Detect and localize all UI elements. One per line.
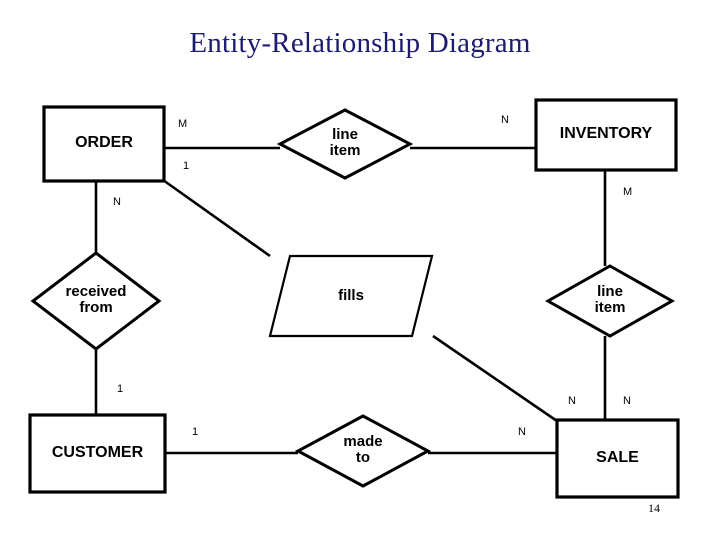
- card-sale-n-left: N: [568, 395, 576, 407]
- relationship-shape-line-item-bottom[interactable]: [544, 264, 676, 338]
- entity-box-sale[interactable]: [555, 418, 680, 499]
- card-customer-1-up: 1: [117, 383, 124, 395]
- card-order-1: 1: [183, 160, 190, 172]
- page-title: Entity-Relationship Diagram: [189, 27, 531, 59]
- relationship-shape-made-to[interactable]: [294, 414, 432, 488]
- relationship-shape-line-item-top[interactable]: [276, 108, 414, 180]
- card-inventory-m: M: [623, 186, 633, 198]
- card-sale-n-madeto: N: [518, 426, 526, 438]
- shape-layer: [28, 98, 680, 499]
- entity-box-inventory[interactable]: [534, 98, 678, 172]
- card-order-n: N: [113, 196, 121, 208]
- card-order-m: M: [178, 118, 188, 130]
- relationship-shape-fills[interactable]: [268, 254, 434, 338]
- card-sale-n-right: N: [623, 395, 631, 407]
- connector-order-to-fills: [162, 178, 271, 258]
- connector-fills-to-sale: [432, 334, 558, 423]
- relationship-shape-received-from[interactable]: [30, 251, 162, 351]
- connector-layer: [94, 146, 607, 455]
- card-inventory-n: N: [501, 114, 509, 126]
- card-customer-1: 1: [192, 426, 199, 438]
- page-number: 14: [648, 501, 660, 515]
- entity-box-order[interactable]: [42, 105, 166, 183]
- entity-box-customer[interactable]: [28, 413, 167, 494]
